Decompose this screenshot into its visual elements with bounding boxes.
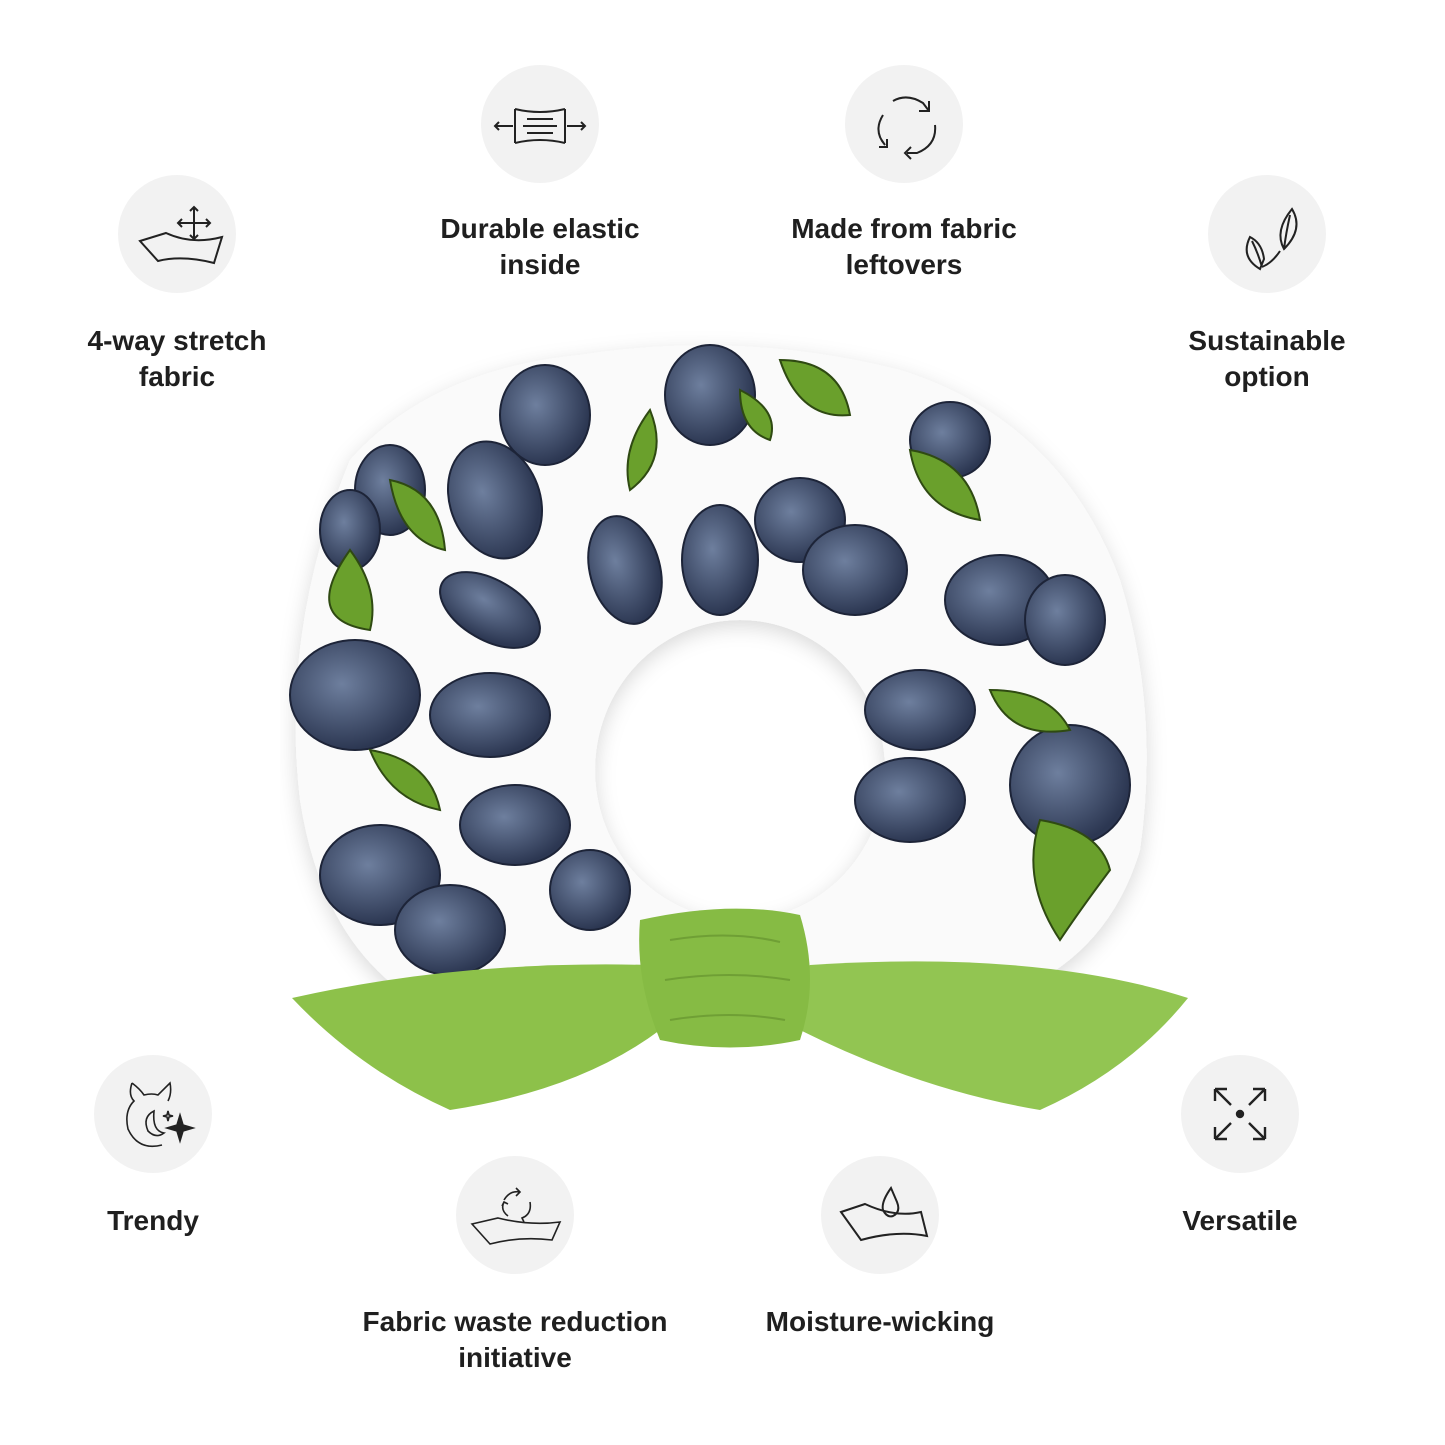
feature-versatile: Versatile [1060, 1055, 1420, 1239]
feature-label: Versatile [1060, 1203, 1420, 1239]
trendy-sparkle-icon [94, 1055, 212, 1173]
feature-trendy: Trendy [0, 1055, 333, 1239]
label-line: option [1224, 361, 1310, 392]
label-line: initiative [458, 1342, 572, 1373]
feature-label: Moisture-wicking [700, 1304, 1060, 1340]
feature-durable-elastic: Durable elastic inside [360, 65, 720, 283]
expand-arrows-icon [1181, 1055, 1299, 1173]
feature-sustainable: Sustainable option [1087, 175, 1445, 395]
elastic-icon [481, 65, 599, 183]
feature-made-from-leftovers: Made from fabric leftovers [724, 65, 1084, 283]
label-line: Trendy [107, 1205, 199, 1236]
leaf-pattern [328, 358, 1112, 942]
label-line: fabric [138, 361, 216, 392]
feature-label: Sustainable option [1087, 323, 1445, 395]
feature-label: Trendy [0, 1203, 333, 1239]
label-line: Versatile [1182, 1205, 1298, 1236]
label-line: Moisture-wicking [765, 1306, 995, 1337]
leaves-icon [1208, 175, 1326, 293]
label-line: inside [499, 249, 581, 280]
feature-label: Made from fabric leftovers [724, 211, 1084, 283]
stretch-fabric-icon [118, 175, 236, 293]
feature-4-way-stretch: 4-way stretch fabric [0, 175, 357, 395]
label-line: Fabric waste reduction [362, 1306, 668, 1337]
label-line: leftovers [845, 249, 963, 280]
feature-moisture-wicking: Moisture-wicking [700, 1156, 1060, 1340]
feature-label: Durable elastic inside [360, 211, 720, 283]
recycle-icon [845, 65, 963, 183]
fabric-recycle-icon [456, 1156, 574, 1274]
label-line: Durable elastic [440, 213, 640, 244]
water-drop-icon [821, 1156, 939, 1274]
feature-label: 4-way stretch fabric [0, 323, 357, 395]
label-line: 4-way stretch [87, 325, 267, 356]
feature-label: Fabric waste reduction initiative [335, 1304, 695, 1376]
feature-fabric-waste-reduction: Fabric waste reduction initiative [335, 1156, 695, 1376]
scrunchie-product-image [289, 344, 1188, 1110]
label-line: Sustainable [1188, 325, 1346, 356]
label-line: Made from fabric [791, 213, 1017, 244]
green-bow [292, 908, 1188, 1110]
